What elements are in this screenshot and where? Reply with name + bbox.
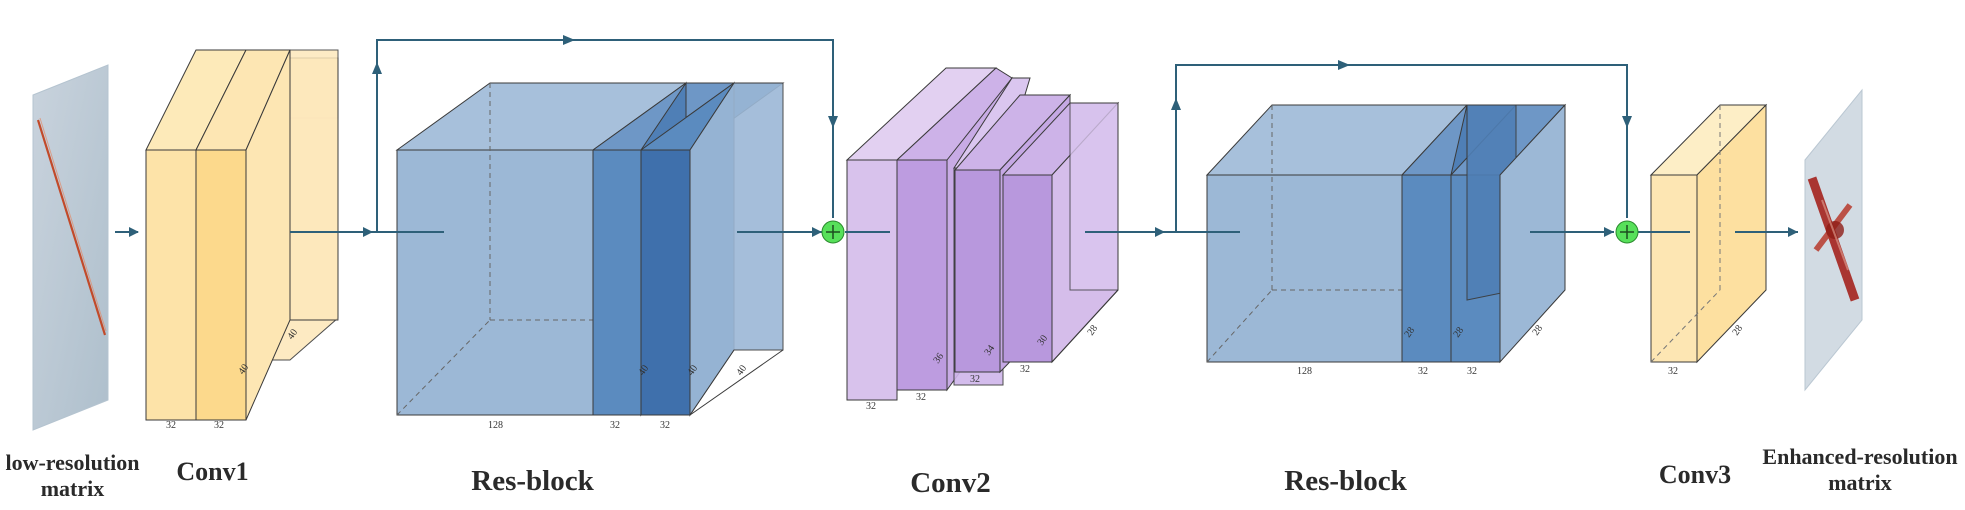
dim-label: 32 [916,392,926,403]
dim-label: 32 [1467,366,1477,377]
resblock1-slab-2 [640,149,691,416]
dim-label: 32 [866,401,876,412]
dim-label: 32 [1020,364,1030,375]
conv1-slab-3-side [289,49,339,321]
dim-label: 32 [610,420,620,431]
dim-label: 32 [1418,366,1428,377]
caption-conv1: Conv1 [176,457,249,486]
conv3-side [1696,103,1767,364]
low-resolution-matrix-image [32,64,109,431]
caption-low-resolution-matrix: low-resolution matrix [5,450,140,501]
dim-label: 128 [1297,366,1312,377]
dim-label: 32 [1668,366,1678,377]
add-node-1 [821,220,845,244]
resblock2-slab-3-side [1499,103,1566,364]
arrowheads [129,35,1798,237]
conv1-slab-2 [195,149,247,421]
skip-connection-2 [1175,64,1628,232]
caption-enhanced-resolution-matrix: Enhanced-resolution matrix [1762,444,1958,495]
conv1-slab-1 [145,149,197,421]
dim-label: 32 [166,420,176,431]
resblock2-cube-front [1206,174,1403,363]
add-node-2 [1615,220,1639,244]
caption-conv3: Conv3 [1658,460,1732,489]
conv2-slab-6-side [1069,102,1119,291]
dim-label: 32 [214,420,224,431]
caption-resblock-1: Res-block [471,465,594,497]
conv2-slab-5 [1002,174,1053,363]
resblock1-block [395,81,785,417]
conv2-block [845,67,1120,401]
dim-label: 128 [488,420,503,431]
resblock2-block [1205,103,1567,364]
resblock1-slab-3-side [689,82,784,417]
resblock1-cube-front [396,149,594,416]
dim-label: 28 [1085,323,1100,338]
conv1-block [145,49,339,421]
conv3-front [1650,174,1698,363]
enhanced-resolution-matrix-image [1804,88,1863,392]
connection-arrows [115,39,1798,233]
dim-label: 32 [660,420,670,431]
conv3-block [1649,103,1768,364]
caption-resblock-2: Res-block [1284,465,1407,497]
dim-label: 32 [970,374,980,385]
skip-connection-1 [376,39,834,232]
conv2-slab-1 [846,159,898,401]
resblock1-slab-1 [592,149,642,416]
caption-conv2: Conv2 [910,467,991,499]
conv2-slab-4 [954,169,1001,373]
